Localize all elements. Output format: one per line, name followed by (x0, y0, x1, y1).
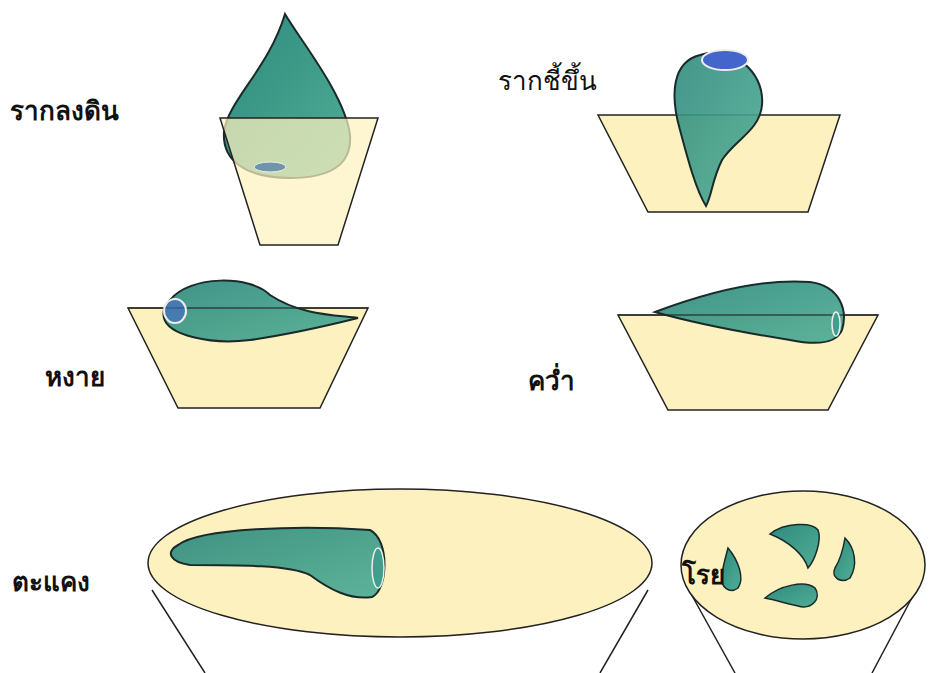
position-label: รากลงดิน (10, 96, 119, 127)
pot-roots-up (598, 50, 840, 212)
pot-scattered (681, 491, 925, 673)
position-label: หงาย (45, 362, 105, 393)
position-label: โรย (682, 560, 725, 591)
pot-sideways (148, 489, 652, 673)
pot-face-up (128, 281, 368, 408)
position-label: คว่ำ (528, 366, 575, 397)
pot-roots-down (220, 14, 378, 245)
position-label: รากชี้ขึ้น (498, 66, 597, 97)
position-label: ตะแคง (12, 567, 90, 598)
pot-face-down (618, 281, 878, 410)
